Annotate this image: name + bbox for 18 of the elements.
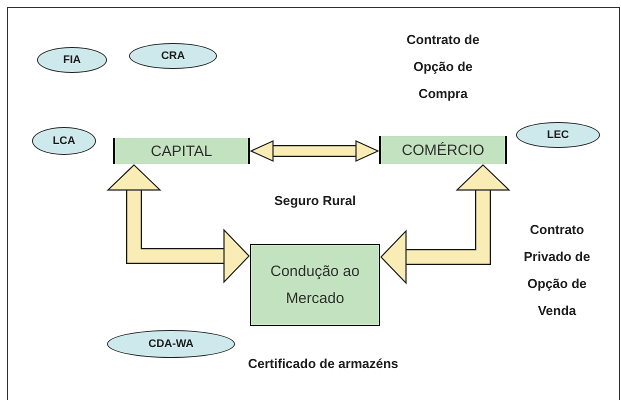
block-arrow <box>380 164 510 284</box>
node-text: FIA <box>63 52 81 68</box>
block-arrow <box>250 140 380 162</box>
node-text: CDA-WA <box>148 336 194 352</box>
node-text: CAPITAL <box>150 144 212 158</box>
process-box <box>250 244 380 326</box>
text-label: Contrato de Opção de Compra <box>406 31 480 103</box>
node-text: CRA <box>161 48 185 64</box>
node-text: COMÉRCIO <box>402 142 484 158</box>
node-text: LCA <box>52 134 76 149</box>
bracket-box <box>113 138 250 164</box>
bracket-box <box>379 136 507 164</box>
block-arrow <box>106 164 250 284</box>
text-label: Certificado de armazéns <box>248 355 400 373</box>
text-label: Seguro Rural <box>273 192 357 210</box>
text-label: Contrato Privado de Opção de Venda <box>522 221 592 320</box>
node-text: Condução ao Mercado <box>269 262 361 309</box>
node-text: LEC <box>547 128 569 143</box>
